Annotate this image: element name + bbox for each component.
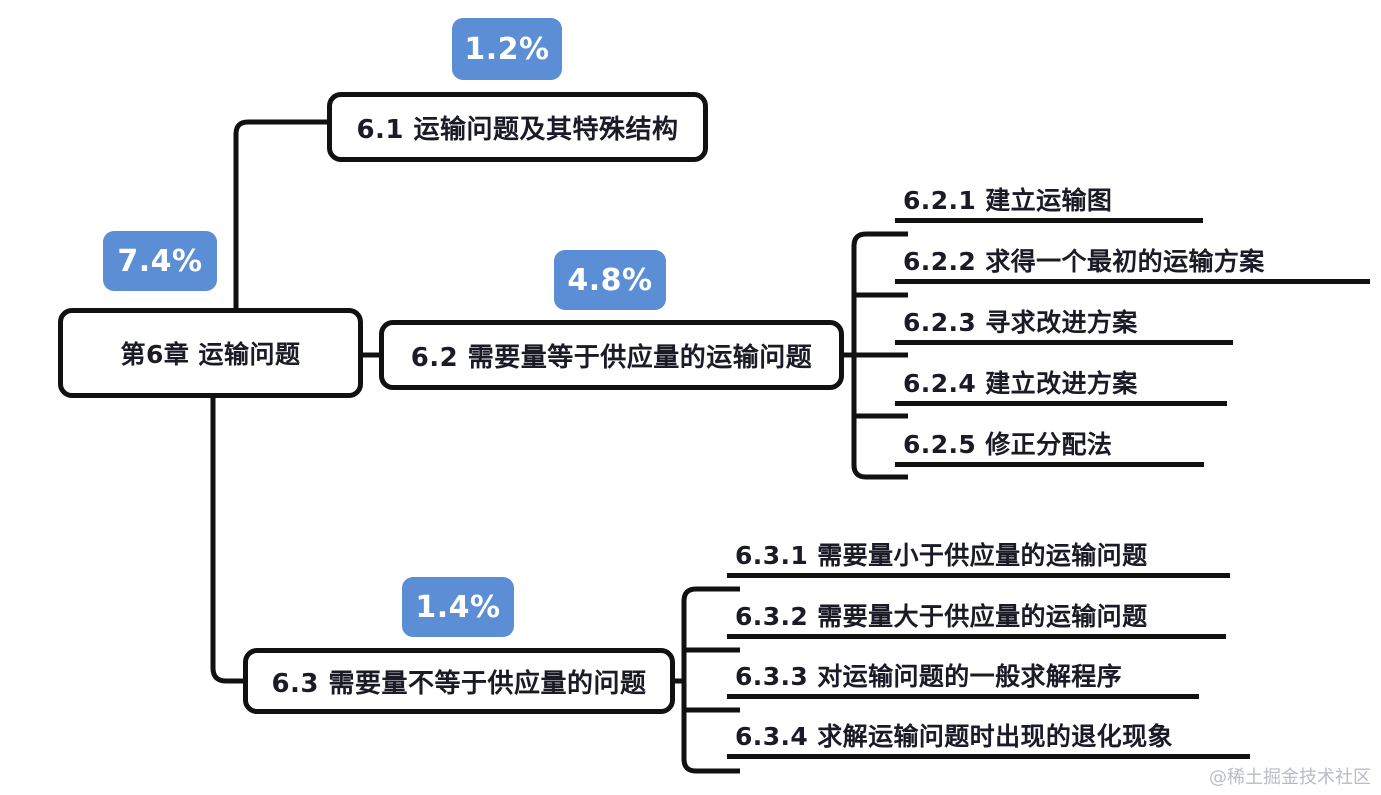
leaf-6-3-2-rule <box>727 633 1226 639</box>
watermark: @稀土掘金技术社区 <box>1209 767 1371 788</box>
badge-6-2: 4.8% <box>554 250 666 310</box>
mindmap-node-6-1[interactable]: 6.1 运输问题及其特殊结构 <box>327 92 708 162</box>
leaf-6-2-3-rule <box>895 339 1233 345</box>
badge-6-1-value: 1.2% <box>464 31 550 67</box>
edge-root-to-63 <box>210 398 243 684</box>
leaf-6-3-4-rule <box>727 753 1250 759</box>
mindmap-leaf-6-3-1[interactable]: 6.3.1 需要量小于供应量的运输问题 <box>727 541 1230 578</box>
badge-6-3: 1.4% <box>402 577 514 637</box>
leaf-6-3-1-label: 6.3.1 需要量小于供应量的运输问题 <box>735 541 1148 570</box>
leaf-6-2-2-label: 6.2.2 求得一个最初的运输方案 <box>903 247 1265 276</box>
leaf-6-2-4-label: 6.2.4 建立改进方案 <box>903 369 1138 398</box>
badge-6-3-value: 1.4% <box>415 589 501 625</box>
leaf-6-2-5-rule <box>895 461 1204 467</box>
mindmap-leaf-6-2-2[interactable]: 6.2.2 求得一个最初的运输方案 <box>895 247 1370 284</box>
node-6-1-label: 6.1 运输问题及其特殊结构 <box>356 114 679 145</box>
leaf-6-2-4-rule <box>895 400 1227 406</box>
leaf-6-2-3-label: 6.2.3 寻求改进方案 <box>903 308 1138 337</box>
mindmap-leaf-6-2-1[interactable]: 6.2.1 建立运输图 <box>895 186 1203 223</box>
leaf-6-2-5-label: 6.2.5 修正分配法 <box>903 430 1113 459</box>
leaf-6-2-2-rule <box>895 278 1370 284</box>
leaf-6-2-1-rule <box>895 217 1203 223</box>
leaf-6-2-1-label: 6.2.1 建立运输图 <box>903 186 1113 215</box>
edge-63-children-bracket <box>681 586 740 774</box>
mindmap-leaf-6-2-4[interactable]: 6.2.4 建立改进方案 <box>895 369 1227 406</box>
mindmap-leaf-6-3-2[interactable]: 6.3.2 需要量大于供应量的运输问题 <box>727 602 1226 639</box>
mindmap-node-root[interactable]: 第6章 运输问题 <box>58 308 363 398</box>
mindmap-leaf-6-3-3[interactable]: 6.3.3 对运输问题的一般求解程序 <box>727 662 1199 699</box>
node-6-2-label: 6.2 需要量等于供应量的运输问题 <box>410 342 813 373</box>
badge-root: 7.4% <box>103 231 217 291</box>
mindmap-node-6-2[interactable]: 6.2 需要量等于供应量的运输问题 <box>379 320 844 390</box>
mindmap-leaf-6-2-5[interactable]: 6.2.5 修正分配法 <box>895 430 1204 467</box>
leaf-6-3-3-rule <box>727 693 1199 699</box>
node-root-label: 第6章 运输问题 <box>120 340 301 369</box>
edge-root-to-61 <box>233 119 327 353</box>
leaf-6-3-4-label: 6.3.4 求解运输问题时出现的退化现象 <box>735 722 1173 751</box>
leaf-6-3-3-label: 6.3.3 对运输问题的一般求解程序 <box>735 662 1123 691</box>
mindmap-leaf-6-2-3[interactable]: 6.2.3 寻求改进方案 <box>895 308 1233 345</box>
node-6-3-label: 6.3 需要量不等于供应量的问题 <box>271 668 647 699</box>
mindmap-node-6-3[interactable]: 6.3 需要量不等于供应量的问题 <box>243 648 675 714</box>
badge-root-value: 7.4% <box>117 243 203 279</box>
mindmap-leaf-6-3-4[interactable]: 6.3.4 求解运输问题时出现的退化现象 <box>727 722 1250 759</box>
badge-6-1: 1.2% <box>452 18 562 80</box>
leaf-6-3-1-rule <box>727 572 1230 578</box>
leaf-6-3-2-label: 6.3.2 需要量大于供应量的运输问题 <box>735 602 1148 631</box>
badge-6-2-value: 4.8% <box>567 262 653 298</box>
